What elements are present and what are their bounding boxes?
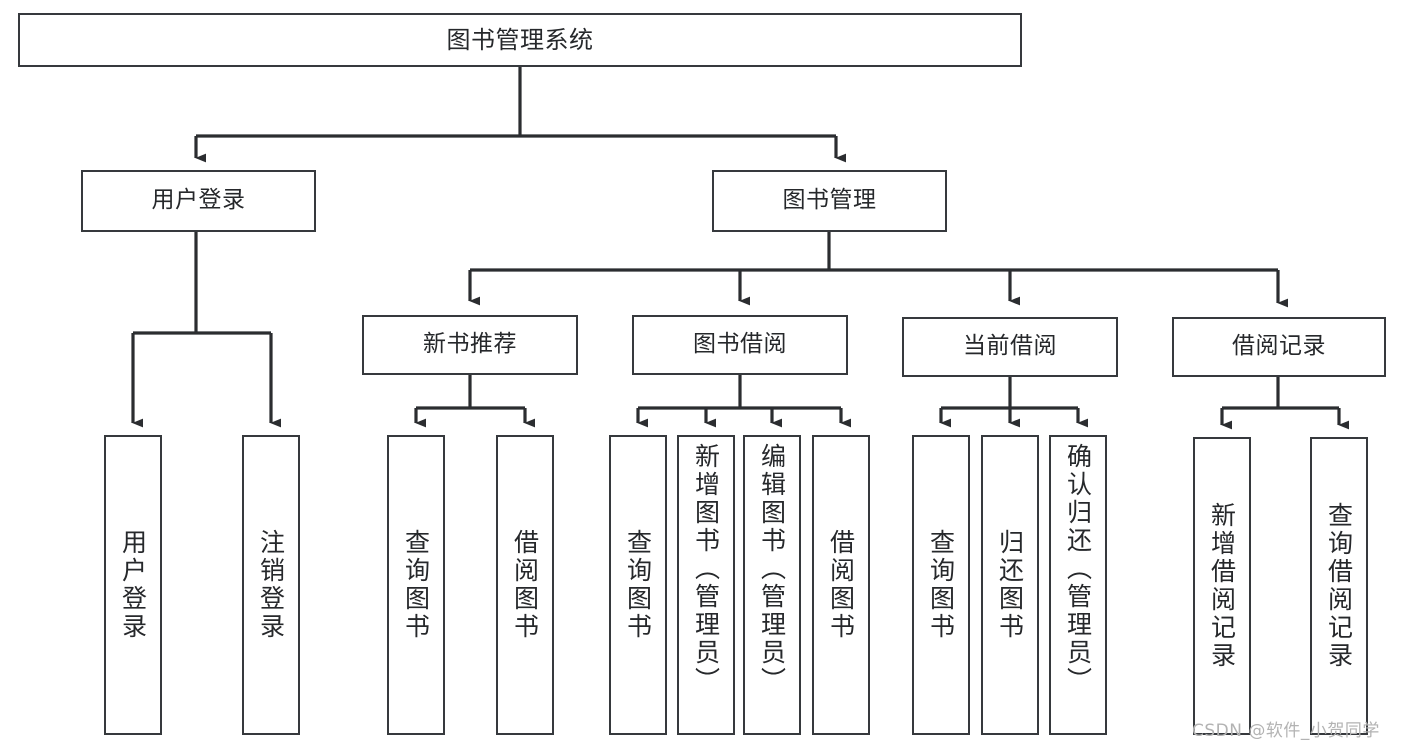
node-leaf-edit-book[interactable]: 编辑图书（管理员）: [743, 435, 801, 735]
node-leaf-confirm-return[interactable]: 确认归还（管理员）: [1049, 435, 1107, 735]
node-leaf-borrow-book-1-label: 借阅图书: [510, 529, 540, 641]
node-leaf-query-record-label: 查询借阅记录: [1324, 502, 1354, 670]
node-leaf-logout-login[interactable]: 注销登录: [242, 435, 300, 735]
watermark-text: CSDN @软件_小贺同学: [1192, 721, 1380, 741]
node-borrow-record-label: 借阅记录: [1232, 333, 1326, 360]
node-leaf-borrow-book-2[interactable]: 借阅图书: [812, 435, 870, 735]
node-leaf-query-book-1-label: 查询图书: [401, 529, 431, 641]
node-user-login-label: 用户登录: [151, 187, 246, 214]
node-leaf-logout-login-label: 注销登录: [256, 529, 286, 641]
node-leaf-borrow-book-1[interactable]: 借阅图书: [496, 435, 554, 735]
node-leaf-query-record[interactable]: 查询借阅记录: [1310, 437, 1368, 735]
node-root-system-label: 图书管理系统: [446, 25, 594, 54]
node-book-borrow[interactable]: 图书借阅: [632, 315, 848, 375]
node-leaf-edit-book-label: 编辑图书（管理员）: [757, 443, 787, 695]
node-book-borrow-label: 图书借阅: [693, 331, 787, 358]
node-leaf-add-book-label: 新增图书（管理员）: [691, 443, 721, 695]
node-user-login[interactable]: 用户登录: [81, 170, 316, 232]
node-leaf-query-book-2[interactable]: 查询图书: [609, 435, 667, 735]
node-book-management[interactable]: 图书管理: [712, 170, 947, 232]
node-book-management-label: 图书管理: [782, 187, 877, 214]
node-leaf-add-record[interactable]: 新增借阅记录: [1193, 437, 1251, 735]
node-leaf-add-record-label: 新增借阅记录: [1207, 502, 1237, 670]
node-leaf-query-book-1[interactable]: 查询图书: [387, 435, 445, 735]
node-new-book-recommend[interactable]: 新书推荐: [362, 315, 578, 375]
node-current-borrow-label: 当前借阅: [963, 333, 1057, 360]
node-borrow-record[interactable]: 借阅记录: [1172, 317, 1386, 377]
node-leaf-user-login[interactable]: 用户登录: [104, 435, 162, 735]
node-leaf-add-book[interactable]: 新增图书（管理员）: [677, 435, 735, 735]
node-leaf-return-book-label: 归还图书: [995, 529, 1025, 641]
node-root-system[interactable]: 图书管理系统: [18, 13, 1022, 67]
node-leaf-query-book-2-label: 查询图书: [623, 529, 653, 641]
node-leaf-confirm-return-label: 确认归还（管理员）: [1063, 443, 1093, 695]
node-current-borrow[interactable]: 当前借阅: [902, 317, 1118, 377]
node-leaf-borrow-book-2-label: 借阅图书: [826, 529, 856, 641]
node-leaf-return-book[interactable]: 归还图书: [981, 435, 1039, 735]
node-leaf-query-book-3-label: 查询图书: [926, 529, 956, 641]
node-new-book-recommend-label: 新书推荐: [423, 331, 517, 358]
node-leaf-user-login-label: 用户登录: [118, 529, 148, 641]
node-leaf-query-book-3[interactable]: 查询图书: [912, 435, 970, 735]
